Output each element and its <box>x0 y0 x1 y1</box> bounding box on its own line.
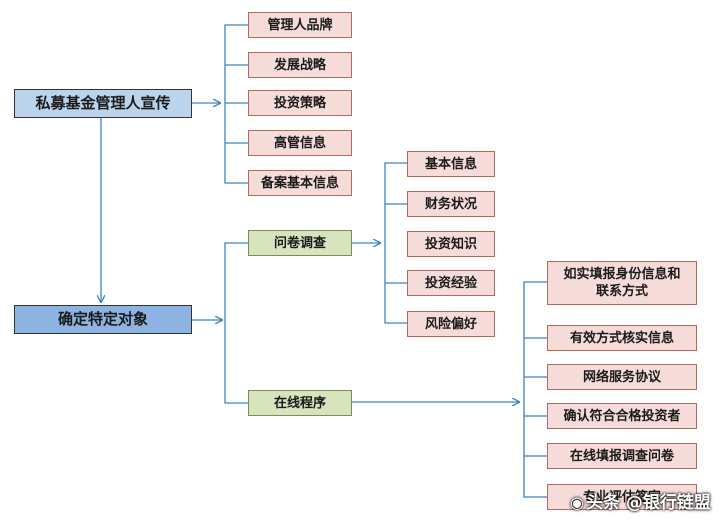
online-item: 有效方式核实信息 <box>547 325 697 351</box>
survey-item: 投资知识 <box>407 231 495 257</box>
connector-promotion-bracket <box>224 24 248 184</box>
watermark-prefix: 头条 <box>585 493 620 513</box>
survey-item: 财务状况 <box>407 191 495 217</box>
connector-online-bracket <box>523 281 547 498</box>
online-node: 在线程序 <box>248 390 352 416</box>
connector-survey-bracket <box>384 162 407 324</box>
promotion-item: 发展战略 <box>248 52 352 78</box>
target-node: 确定特定对象 <box>14 305 192 334</box>
promotion-item: 管理人品牌 <box>248 12 352 38</box>
online-item: 确认符合合格投资者 <box>547 403 697 429</box>
promotion-item: 备案基本信息 <box>248 170 352 196</box>
camera-icon: ◉ <box>570 493 584 512</box>
online-item: 网络服务协议 <box>547 364 697 390</box>
promotion-item: 高管信息 <box>248 130 352 156</box>
promotion-item: 投资策略 <box>248 90 352 116</box>
watermark: ◉头条 @银行链盟 <box>570 488 711 513</box>
survey-item: 投资经验 <box>407 270 495 296</box>
survey-node: 问卷调查 <box>248 230 352 256</box>
watermark-handle: @银行链盟 <box>625 493 711 513</box>
root-node: 私募基金管理人宣传 <box>14 89 192 118</box>
survey-item: 风险偏好 <box>407 311 495 337</box>
online-item: 如实填报身份信息和联系方式 <box>547 261 697 305</box>
online-item: 在线填报调查问卷 <box>547 443 697 469</box>
online-item: 专业评估签字 <box>547 484 697 510</box>
survey-item: 基本信息 <box>407 151 495 177</box>
connector-target-bracket <box>224 242 248 404</box>
